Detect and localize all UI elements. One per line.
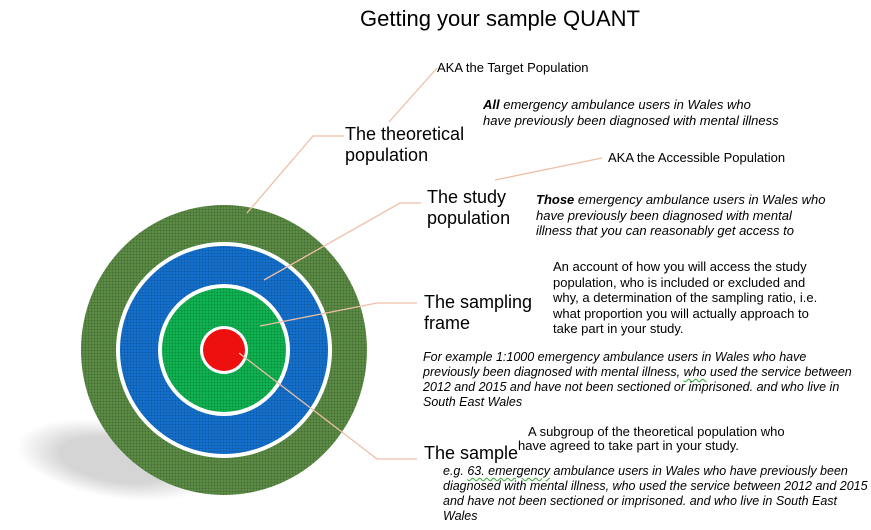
emphasis-those: Those <box>536 192 575 207</box>
study-population-label: The study population <box>427 187 511 228</box>
sample-label: The sample <box>424 443 519 463</box>
slide-title: Getting your sample QUANT <box>360 6 640 31</box>
theoretical-population-description: All emergency ambulance users in Wales w… <box>483 97 779 128</box>
aka-accessible-population-text: AKA the Accessible Population <box>608 150 786 165</box>
eg-post: ambulance users in Wales who have previo… <box>443 464 868 523</box>
sampling-frame-example: For example 1:1000 emergency ambulance u… <box>423 350 852 410</box>
study-population-description: Those emergency ambulance users in Wales… <box>536 192 826 239</box>
study-description-rest: emergency ambulance users in Wales who h… <box>536 192 826 238</box>
sample-example: e.g. 63. emergency ambulance users in Wa… <box>443 464 868 524</box>
theoretical-population-label: The theoretical population <box>345 124 465 165</box>
sample-ring <box>203 329 245 371</box>
emphasis-all: All <box>483 97 500 112</box>
aka-target-population-text: AKA the Target Population <box>437 60 589 75</box>
connector-theoretical <box>246 135 344 214</box>
theoretical-description-rest: emergency ambulance users in Wales who h… <box>483 97 779 128</box>
grammar-underlined-word: who <box>683 365 707 379</box>
connector-aka-target <box>388 67 438 123</box>
sampling-frame-label: The sampling frame <box>424 292 533 333</box>
sample-description: A subgroup of the theoretical population… <box>518 424 785 453</box>
grammar-underlined-phrase: 63. emergency <box>467 464 551 478</box>
connector-aka-accessible <box>494 157 603 181</box>
sampling-frame-description: An account of how you will access the st… <box>553 259 818 336</box>
example-pre: For example 1:1000 emergency ambulance u… <box>423 350 807 379</box>
example-post: used the service between 2012 and 2015 a… <box>423 365 852 409</box>
eg-pre: e.g. <box>443 464 468 478</box>
